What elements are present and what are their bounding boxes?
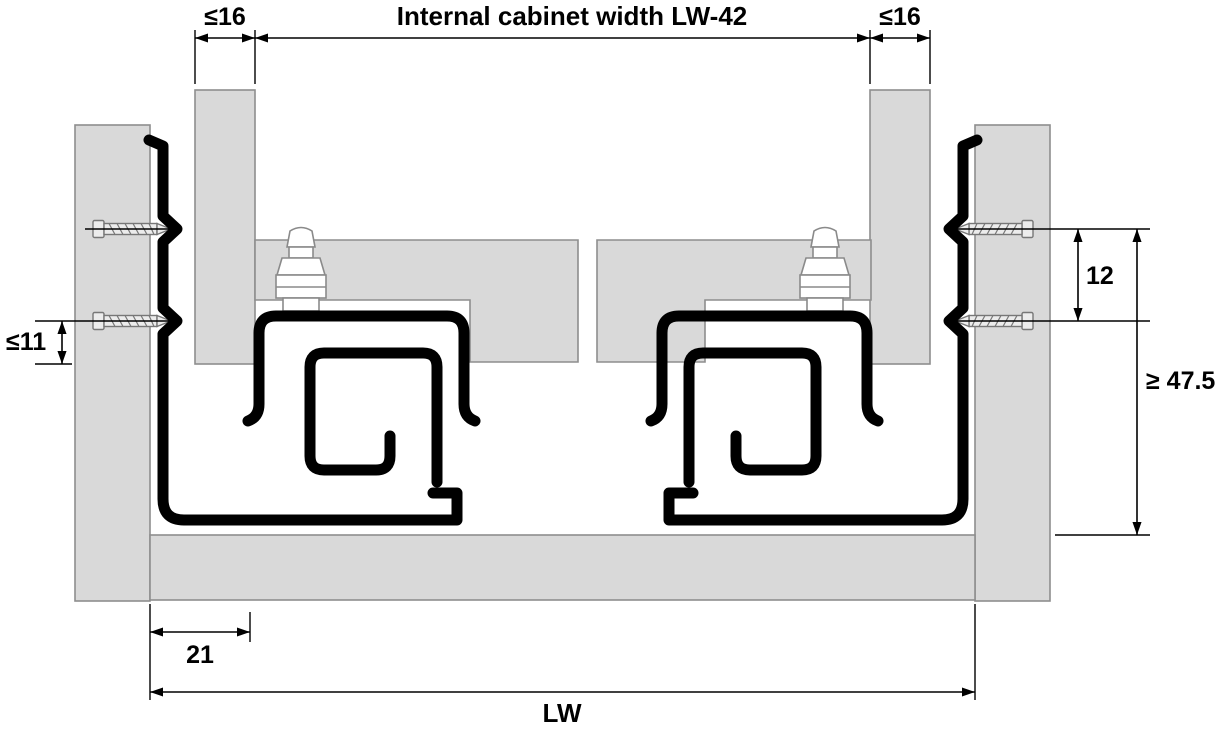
left-drawer-bottom-panel (254, 239, 579, 363)
dim-label-drawer-side-thickness-right: ≤16 (879, 3, 921, 31)
dim-label-screw-to-side-bottom: ≤11 (6, 328, 46, 356)
left-drawer-side-panel (194, 89, 256, 365)
cabinet-bottom-panel (149, 534, 976, 601)
dim-label-front-setback: 21 (186, 641, 214, 669)
dim-label-min-clearance: ≥ 47.5 (1146, 367, 1215, 395)
dim-label-drawer-side-thickness-left: ≤16 (204, 3, 246, 31)
left-cabinet-side-panel (74, 124, 151, 602)
dim-label-screw-spacing: 12 (1086, 262, 1114, 290)
right-cabinet-side-panel (974, 124, 1051, 602)
right-drawer-side-panel (869, 89, 931, 365)
dim-label-cabinet-width: LW (543, 698, 582, 728)
diagram-title: Internal cabinet width LW-42 (397, 1, 748, 31)
